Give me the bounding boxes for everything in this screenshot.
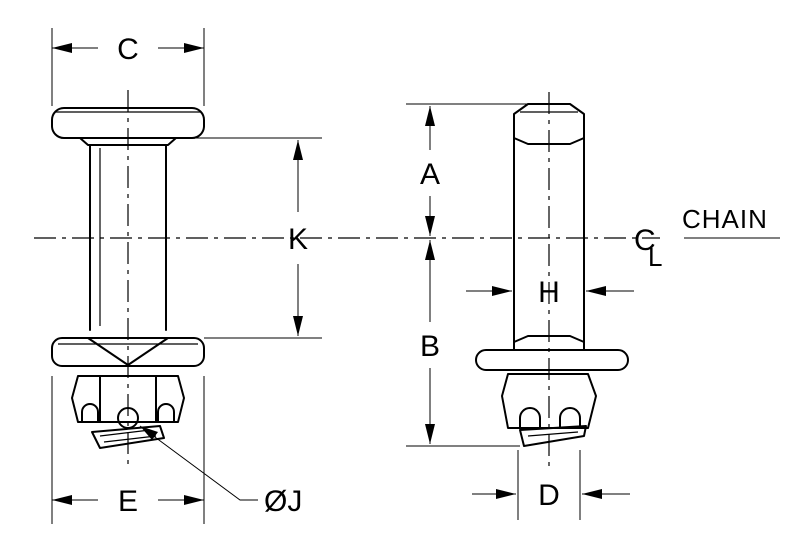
centerline-symbol-l: L [648, 242, 663, 272]
side-collar [513, 335, 585, 351]
side-thread-tip [519, 425, 587, 447]
dim-label-h: H [538, 276, 560, 309]
dim-label-a: A [420, 158, 440, 191]
dim-label-c: C [117, 33, 139, 66]
chain-label: CHAIN [682, 204, 768, 234]
side-bottom-plate [475, 349, 629, 371]
front-view: C E ØJ K [34, 28, 660, 524]
centerline-symbol-c: C [634, 224, 656, 257]
dim-label-j: ØJ [264, 485, 302, 518]
side-hex-nut [501, 373, 597, 429]
dim-label-k: K [288, 223, 308, 256]
side-view: A B H D C L CHAIN [406, 92, 780, 520]
threaded-end [91, 425, 165, 449]
dim-label-e: E [118, 485, 138, 518]
dim-label-b: B [420, 330, 440, 363]
hex-nut [71, 375, 185, 423]
dim-label-d: D [538, 479, 560, 512]
